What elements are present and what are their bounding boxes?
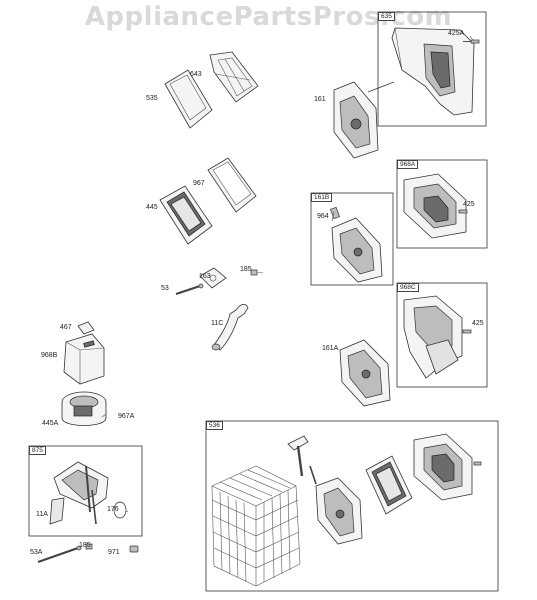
group-label-161B: 161B (311, 193, 333, 202)
screw-425-lower (462, 329, 472, 334)
screw-425-upper (458, 209, 468, 214)
part-label-185-upper: 185 (240, 266, 252, 273)
stud-53A (37, 545, 82, 564)
part-label-445: 445 (146, 204, 158, 211)
stud-53 (175, 283, 204, 296)
cover-968C (403, 295, 463, 379)
group-label-875: 875 (29, 446, 46, 455)
part-label-425-upper: 425 (463, 201, 475, 208)
part-label-535: 535 (146, 95, 158, 102)
filter-536 (365, 455, 413, 515)
part-label-971: 971 (108, 549, 120, 556)
group-label-968C: 968C (397, 283, 419, 292)
part-label-425-lower: 425 (472, 320, 484, 327)
part-label-176: 176 (107, 506, 119, 513)
part-label-53A: 53A (30, 549, 43, 556)
air-cleaner-base-161A (339, 339, 391, 407)
air-cleaner-base-161B (330, 206, 383, 283)
part-label-467: 467 (60, 324, 72, 331)
group-box-536 (205, 420, 499, 592)
air-cleaner-cover-635 (391, 27, 475, 116)
filter-445A (61, 391, 107, 426)
part-label-11A: 11A (36, 511, 48, 518)
base-536 (309, 465, 363, 545)
group-label-635: 635 (378, 12, 395, 21)
part-label-967: 967 (193, 180, 205, 187)
fitting-971 (129, 545, 139, 553)
group-box-161B (310, 192, 394, 286)
base-875 (49, 461, 109, 525)
gasket-967 (207, 157, 257, 213)
part-label-968B: 968B (41, 352, 58, 359)
air-cleaner-base-161 (333, 81, 395, 159)
screw-425A (463, 39, 480, 44)
tube-536 (287, 435, 309, 477)
nut-185-lower (85, 543, 93, 550)
breather-tube-11C (211, 304, 249, 351)
part-label-11C: 11C (211, 320, 224, 327)
wire-cage (211, 465, 301, 587)
part-label-445A: 445A (42, 420, 59, 427)
leader-lines (101, 35, 474, 513)
part-label-161A: 161A (322, 345, 339, 352)
cover-968B (63, 333, 105, 385)
pre-filter-535 (164, 69, 213, 129)
cover-536 (413, 433, 482, 501)
group-box-968C (396, 282, 488, 388)
group-label-968A: 968A (397, 160, 419, 169)
part-label-643: 643 (190, 71, 202, 78)
part-label-967A: 967A (118, 413, 135, 420)
group-label-536: 536 (206, 421, 223, 430)
part-label-163: 163 (199, 273, 211, 280)
part-label-185-lower: 185 (79, 542, 91, 549)
gasket-163 (199, 267, 227, 289)
part-label-161: 161 (314, 96, 326, 103)
group-box-968A (396, 159, 488, 249)
group-box-635 (377, 11, 487, 127)
air-filter-445 (159, 185, 213, 245)
nut-185-upper (250, 269, 258, 276)
part-label-53: 53 (161, 285, 169, 292)
part-label-964: 964 (317, 213, 329, 220)
cover-968A (403, 173, 467, 239)
o-ring-176 (113, 501, 127, 519)
knob-467 (77, 321, 95, 335)
prefilter-frame-643 (209, 51, 259, 103)
group-box-875 (28, 445, 143, 537)
part-label-425A: 425A (448, 30, 465, 37)
